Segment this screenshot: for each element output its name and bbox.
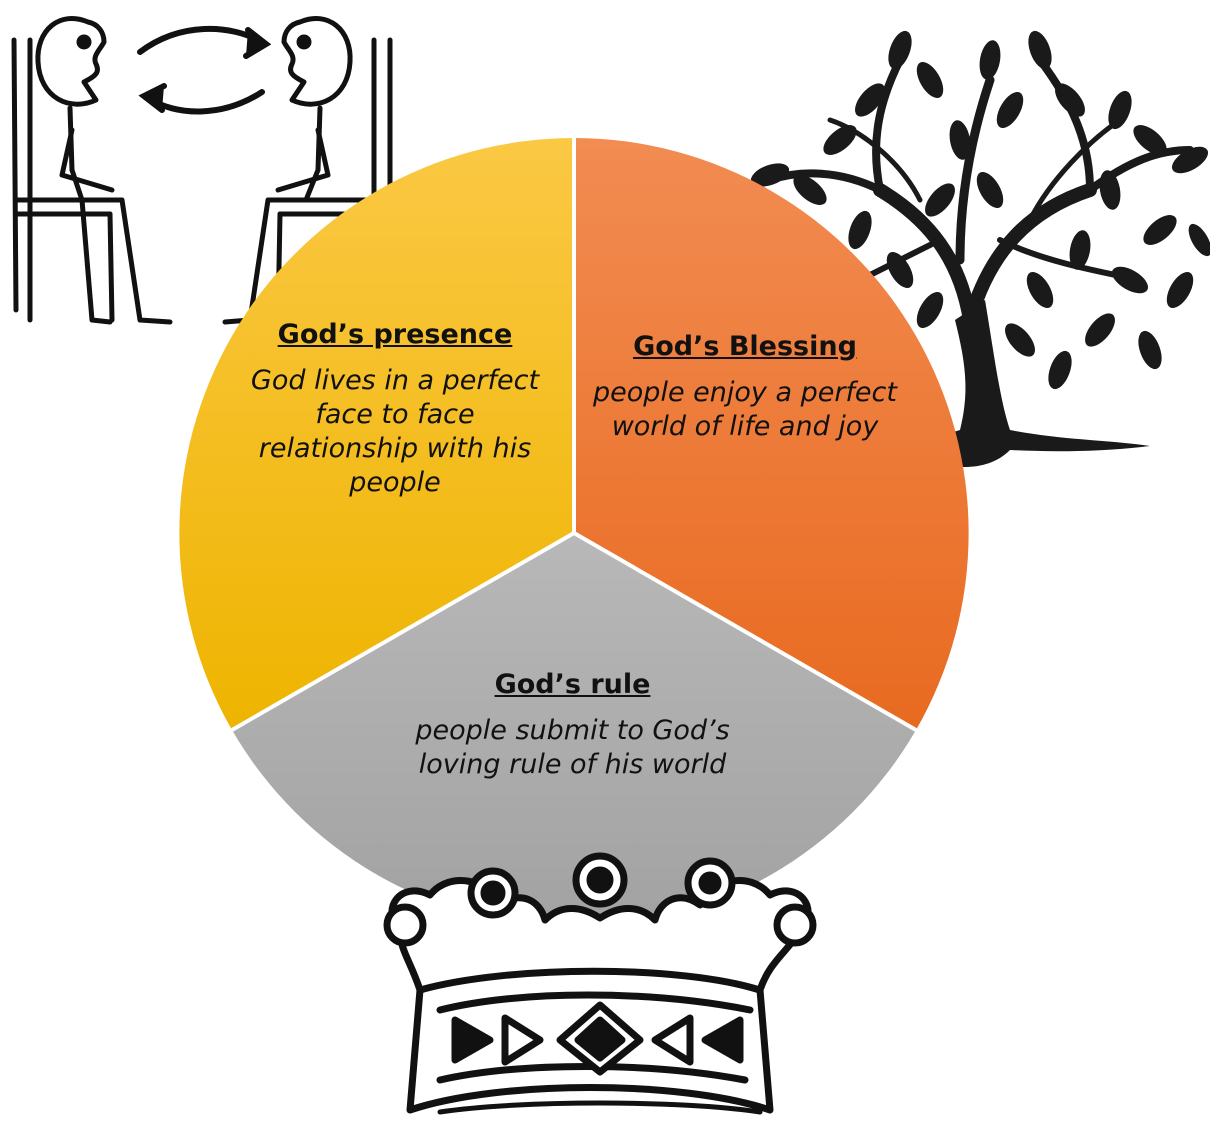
arrows-exchange-icon <box>137 25 272 115</box>
pie-chart <box>179 138 969 928</box>
pie-segment-presence <box>179 138 574 730</box>
segment-title: God’s rule <box>494 669 651 700</box>
segment-label-blessing: God’s Blessing people enjoy a perfect wo… <box>590 330 900 444</box>
segment-description: people enjoy a perfect world of life and… <box>593 377 897 442</box>
pie-segment-blessing <box>574 138 969 730</box>
tree-icon <box>750 30 1210 467</box>
segment-label-rule: God’s rule people submit to God’s loving… <box>385 668 760 782</box>
segment-description: people submit to God’s loving rule of hi… <box>415 715 730 780</box>
segment-title: God’s Blessing <box>633 331 857 362</box>
segment-description: God lives in a perfect face to face rela… <box>250 365 540 498</box>
segment-title: God’s presence <box>277 319 513 350</box>
crown-icon <box>383 852 817 1115</box>
segment-label-presence: God’s presence God lives in a perfect fa… <box>245 318 545 500</box>
